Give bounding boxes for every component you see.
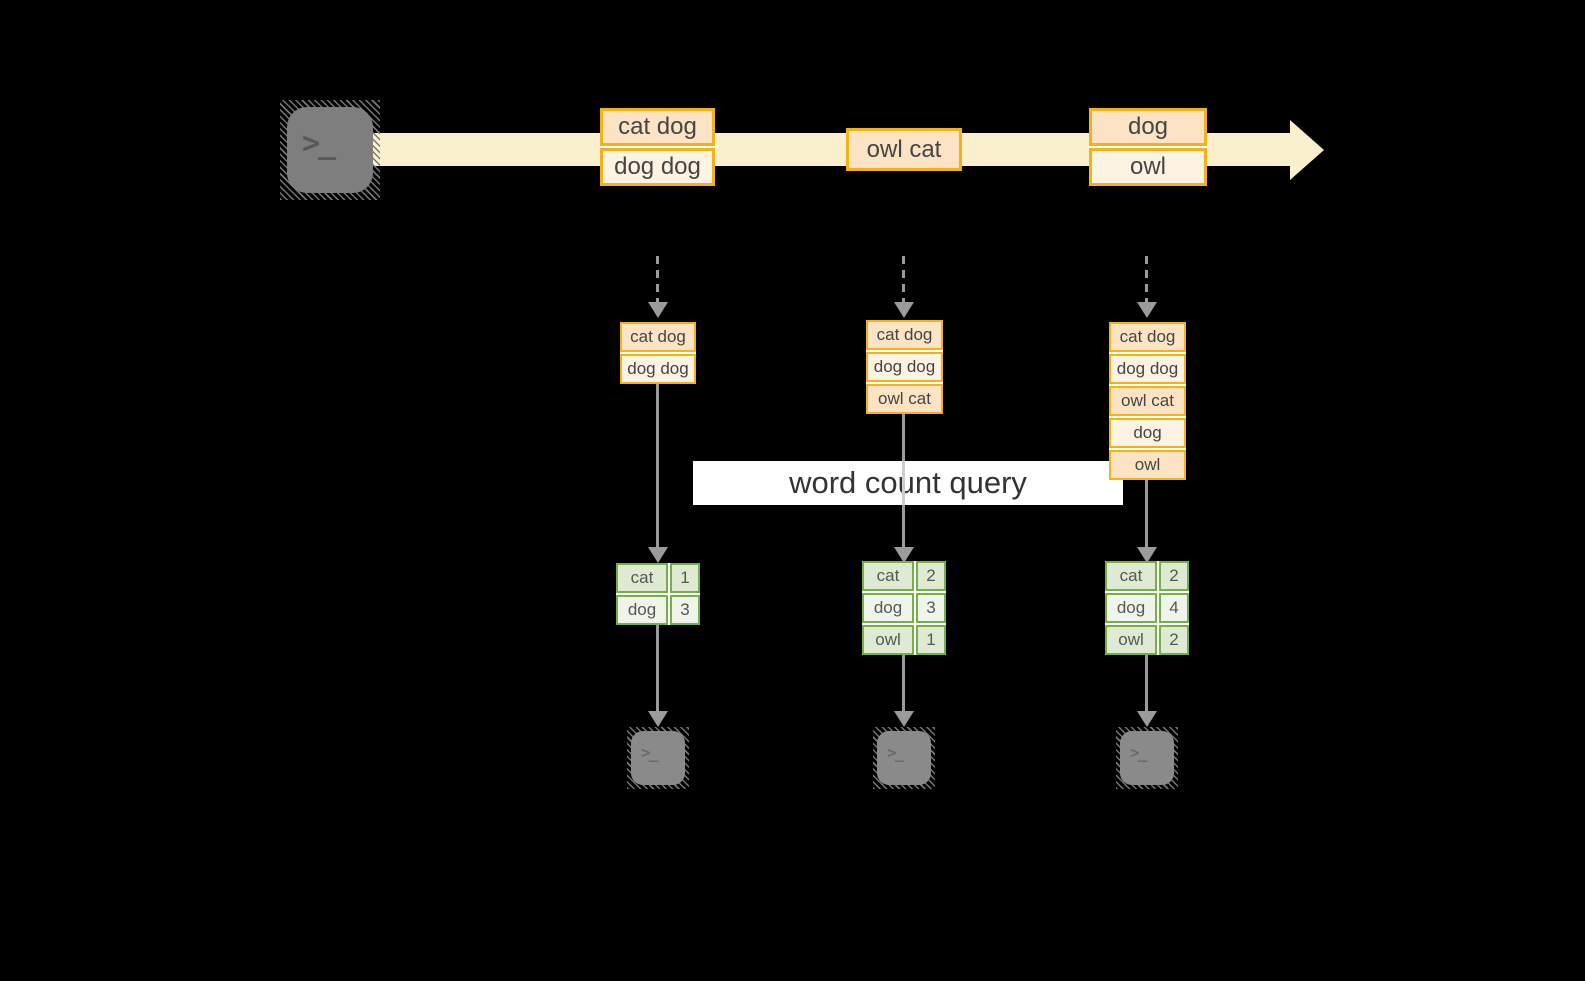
event-record: dog xyxy=(1089,108,1207,146)
count-table-2: cat 2 dog 3 owl 1 xyxy=(862,561,946,655)
query-label: word count query xyxy=(693,461,1123,505)
output-terminal-icon: >_ xyxy=(873,727,935,789)
query-arrow-head-icon xyxy=(648,547,668,563)
buffer-record: owl cat xyxy=(1109,386,1186,416)
output-arrow-line xyxy=(656,625,659,711)
output-arrow-line xyxy=(1145,655,1148,711)
dashed-arrow-head-icon xyxy=(1137,302,1157,318)
buffer-record: dog dog xyxy=(1109,354,1186,384)
terminal-prompt-glyph: >_ xyxy=(302,126,336,161)
query-arrow-line xyxy=(656,384,659,547)
buffer-record: cat dog xyxy=(866,320,943,350)
count-value-cell: 4 xyxy=(1159,593,1189,623)
query-arrow-line xyxy=(1145,480,1148,547)
source-terminal-icon: >_ xyxy=(280,100,380,200)
output-arrow-head-icon xyxy=(648,711,668,727)
dashed-arrow-head-icon xyxy=(894,302,914,318)
count-value-cell: 1 xyxy=(670,563,700,593)
count-value-cell: 3 xyxy=(916,593,946,623)
buffer-record: dog dog xyxy=(620,354,696,384)
count-word-cell: cat xyxy=(1105,561,1157,591)
terminal-prompt-glyph: >_ xyxy=(1130,743,1147,762)
count-word-cell: dog xyxy=(616,595,668,625)
output-arrow-head-icon xyxy=(894,711,914,727)
dashed-arrow-line xyxy=(902,256,905,302)
buffer-record: dog dog xyxy=(866,352,943,382)
count-word-cell: cat xyxy=(862,561,914,591)
arrow-through-label xyxy=(902,461,905,505)
output-arrow-line xyxy=(902,655,905,711)
buffer-stack-2: cat dog dog dog owl cat xyxy=(866,320,943,414)
count-word-cell: owl xyxy=(1105,625,1157,655)
stream-timeline-arrowhead-icon xyxy=(1290,120,1324,180)
buffer-record: owl xyxy=(1109,450,1186,480)
buffer-stack-1: cat dog dog dog xyxy=(620,322,696,384)
event-box-1: cat dog dog dog xyxy=(600,108,715,186)
event-box-2: owl cat xyxy=(846,128,962,171)
count-value-cell: 1 xyxy=(916,625,946,655)
event-record: owl cat xyxy=(846,128,962,171)
output-terminal-icon: >_ xyxy=(627,727,689,789)
buffer-stack-3: cat dog dog dog owl cat dog owl xyxy=(1109,322,1186,480)
event-record: dog dog xyxy=(600,148,715,186)
count-value-cell: 2 xyxy=(1159,625,1189,655)
count-word-cell: dog xyxy=(1105,593,1157,623)
count-table-1: cat 1 dog 3 xyxy=(616,563,700,625)
count-table-3: cat 2 dog 4 owl 2 xyxy=(1105,561,1189,655)
buffer-record: owl cat xyxy=(866,384,943,414)
count-value-cell: 2 xyxy=(916,561,946,591)
query-arrow-head-icon xyxy=(1137,547,1157,563)
query-arrow-head-icon xyxy=(894,547,914,563)
event-box-3: dog owl xyxy=(1089,108,1207,186)
output-arrow-head-icon xyxy=(1137,711,1157,727)
query-label-text: word count query xyxy=(789,465,1027,500)
count-value-cell: 2 xyxy=(1159,561,1189,591)
dashed-arrow-head-icon xyxy=(648,302,668,318)
terminal-prompt-glyph: >_ xyxy=(641,743,658,762)
dashed-arrow-line xyxy=(1145,256,1148,302)
count-word-cell: owl xyxy=(862,625,914,655)
event-record: owl xyxy=(1089,148,1207,186)
event-record: cat dog xyxy=(600,108,715,146)
count-value-cell: 3 xyxy=(670,595,700,625)
buffer-record: cat dog xyxy=(620,322,696,352)
buffer-record: dog xyxy=(1109,418,1186,448)
buffer-record: cat dog xyxy=(1109,322,1186,352)
terminal-prompt-glyph: >_ xyxy=(887,743,904,762)
count-word-cell: cat xyxy=(616,563,668,593)
dashed-arrow-line xyxy=(656,256,659,302)
count-word-cell: dog xyxy=(862,593,914,623)
output-terminal-icon: >_ xyxy=(1116,727,1178,789)
